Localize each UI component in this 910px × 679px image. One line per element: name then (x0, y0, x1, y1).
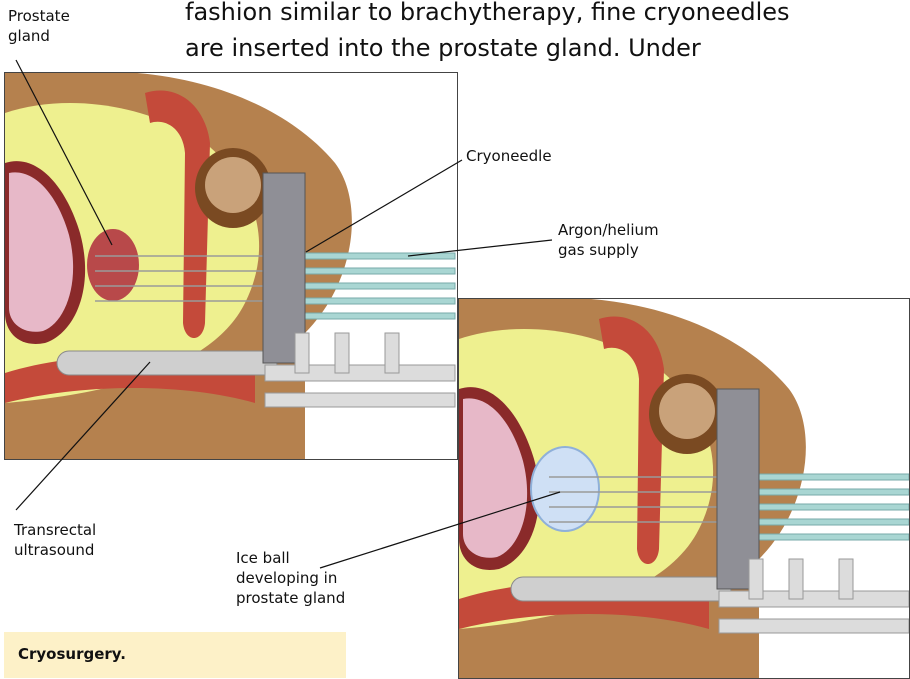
leader-transrectal (16, 362, 150, 510)
leader-prostate (16, 60, 112, 245)
figure-caption-box: Cryosurgery. (4, 632, 346, 678)
label-transrectal-ultrasound: Transrectal ultrasound (14, 520, 96, 560)
label-gas-supply: Argon/helium gas supply (558, 220, 659, 260)
label-cryoneedle: Cryoneedle (466, 146, 552, 166)
leader-ice-ball (320, 492, 560, 568)
label-ice-ball: Ice ball developing in prostate gland (236, 548, 345, 608)
label-prostate-gland: Prostate gland (8, 6, 70, 46)
leader-cryoneedle (306, 160, 462, 252)
figure-caption: Cryosurgery. (18, 645, 126, 663)
leader-gas-supply (408, 240, 552, 256)
